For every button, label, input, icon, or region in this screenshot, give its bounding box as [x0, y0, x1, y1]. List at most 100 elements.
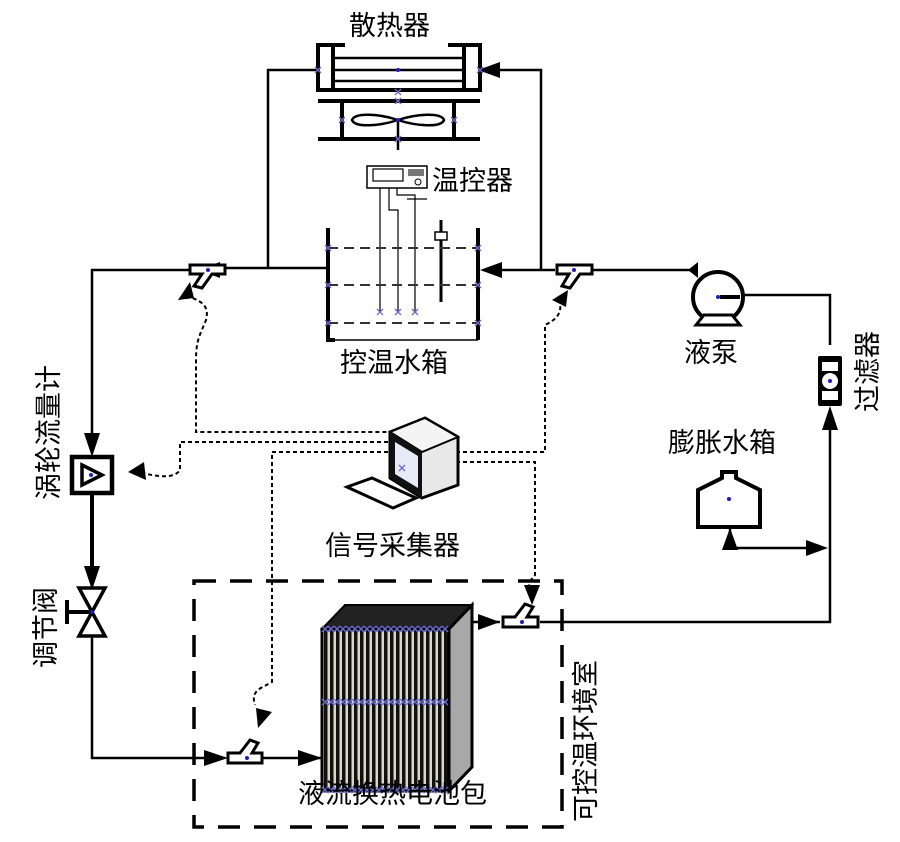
pipe-to-flowmeter: [90, 268, 190, 440]
battery-cell: [402, 630, 406, 790]
tee-upper-right[interactable]: [555, 263, 594, 290]
signal-arrow-flowmeter: [128, 462, 146, 480]
battery-cell: [414, 630, 418, 790]
battery-cells: [321, 625, 449, 794]
battery-cell: [372, 630, 376, 790]
keyboard-icon: [343, 476, 420, 510]
pipe-to-filter: [540, 420, 832, 624]
tee-upper-left[interactable]: [188, 263, 227, 290]
battery-cell: [324, 630, 328, 790]
tee-battery-inlet[interactable]: [226, 738, 264, 765]
pump-base: [692, 313, 744, 327]
arrow-filter-in: [822, 406, 838, 430]
battery-cell: [420, 630, 424, 790]
arrow-valve-in: [84, 566, 100, 590]
battery-label: 液流换热电池包: [298, 779, 487, 810]
thermostat-knob: [414, 178, 422, 186]
battery-cell: [348, 630, 352, 790]
radiator-frame: [316, 43, 482, 92]
valve-label: 调节阀: [31, 587, 62, 668]
pipe-radiator-out: [266, 68, 318, 268]
filter-slot: [822, 391, 838, 400]
battery-cell: [390, 630, 394, 790]
pump[interactable]: 液泵: [684, 262, 745, 369]
thermostat-buttons: [408, 169, 424, 176]
battery-side: [447, 601, 474, 795]
probe-wire: [396, 188, 416, 312]
expansion-tank-label: 膨胀水箱: [668, 428, 776, 459]
thermostat-display: [372, 168, 404, 182]
pipe-filter-pump: [740, 293, 832, 345]
probe-wire: [388, 188, 399, 312]
tee-icon: [555, 263, 594, 290]
thermostat[interactable]: 温控器: [366, 165, 513, 312]
battery-cell: [360, 630, 364, 790]
arrow-expansion: [722, 528, 738, 550]
filter[interactable]: 过滤器: [818, 331, 884, 412]
valve-icon: [76, 586, 108, 616]
battery-top: [319, 604, 475, 630]
chamber-label: 可控温环境室: [571, 660, 602, 822]
battery-cell: [438, 630, 442, 790]
battery-cell: [366, 630, 370, 790]
battery-cell: [342, 630, 346, 790]
flow-arrows: [84, 62, 838, 766]
battery-cell: [444, 630, 448, 790]
battery-cell: [354, 630, 358, 790]
radiator[interactable]: 散热器: [314, 11, 484, 150]
battery-cell: [330, 630, 334, 790]
tank-wall-left: [326, 228, 335, 342]
filter-label: 过滤器: [853, 331, 884, 412]
battery-cell: [426, 630, 430, 790]
battery-cell: [378, 630, 382, 790]
signal-battery-left: [252, 451, 388, 706]
arrow-flowmeter-in: [84, 433, 100, 457]
coolant-pipes: [90, 68, 832, 760]
signal-arrow-tee-left: [178, 282, 194, 300]
battery-cell: [432, 630, 436, 790]
pump-outlet-arrow: [688, 262, 698, 278]
battery-cell: [396, 630, 400, 790]
battery-cell: [408, 630, 412, 790]
regulating-valve[interactable]: 调节阀: [31, 586, 108, 668]
arrow-radiator-in: [478, 62, 500, 78]
tee-icon: [188, 263, 227, 290]
battery-cell: [336, 630, 340, 790]
signal-tee-left: [185, 295, 388, 433]
arrow-battery-out: [478, 614, 500, 630]
chamber-boundary: [192, 579, 564, 829]
expansion-tank[interactable]: 膨胀水箱: [668, 428, 776, 529]
water-tank[interactable]: 控温水箱: [324, 228, 482, 379]
arrow-tank-in: [480, 262, 502, 278]
radiator-label: 散热器: [349, 11, 430, 42]
flowmeter-label: 涡轮流量计: [34, 365, 65, 500]
filter-slot: [822, 362, 838, 371]
environment-chamber[interactable]: 可控温环境室: [192, 579, 602, 829]
signal-acquisition[interactable]: 信号采集器: [325, 416, 461, 562]
valve-lower: [76, 608, 108, 638]
arrow-battery-tee: [204, 750, 228, 766]
signal-arrow-battery-tee: [524, 585, 540, 605]
battery-cell: [384, 630, 388, 790]
water-tank-label: 控温水箱: [340, 348, 448, 379]
battery-pack[interactable]: 液流换热电池包: [298, 601, 487, 810]
turbine-flowmeter[interactable]: 涡轮流量计: [34, 365, 115, 500]
heater-clamp: [434, 231, 448, 241]
signal-arrow-battery-left: [256, 708, 272, 728]
tee-icon: [501, 602, 540, 629]
arrow-expansion-join: [806, 540, 828, 556]
signal-arrow-tee-right: [552, 290, 568, 307]
pump-label: 液泵: [684, 338, 738, 369]
pipe-to-radiator: [495, 68, 543, 270]
thermostat-label: 温控器: [432, 166, 513, 197]
pipe-valve-battery: [90, 618, 215, 760]
tee-battery-outlet[interactable]: [501, 602, 540, 629]
tee-icon: [226, 738, 264, 765]
signal-battery-tee: [456, 461, 536, 589]
daq-label: 信号采集器: [325, 531, 460, 562]
arrow-battery-in: [298, 750, 322, 766]
signal-flowmeter: [139, 441, 388, 478]
computer-screen: [395, 442, 418, 488]
signal-tee-right: [456, 301, 562, 453]
